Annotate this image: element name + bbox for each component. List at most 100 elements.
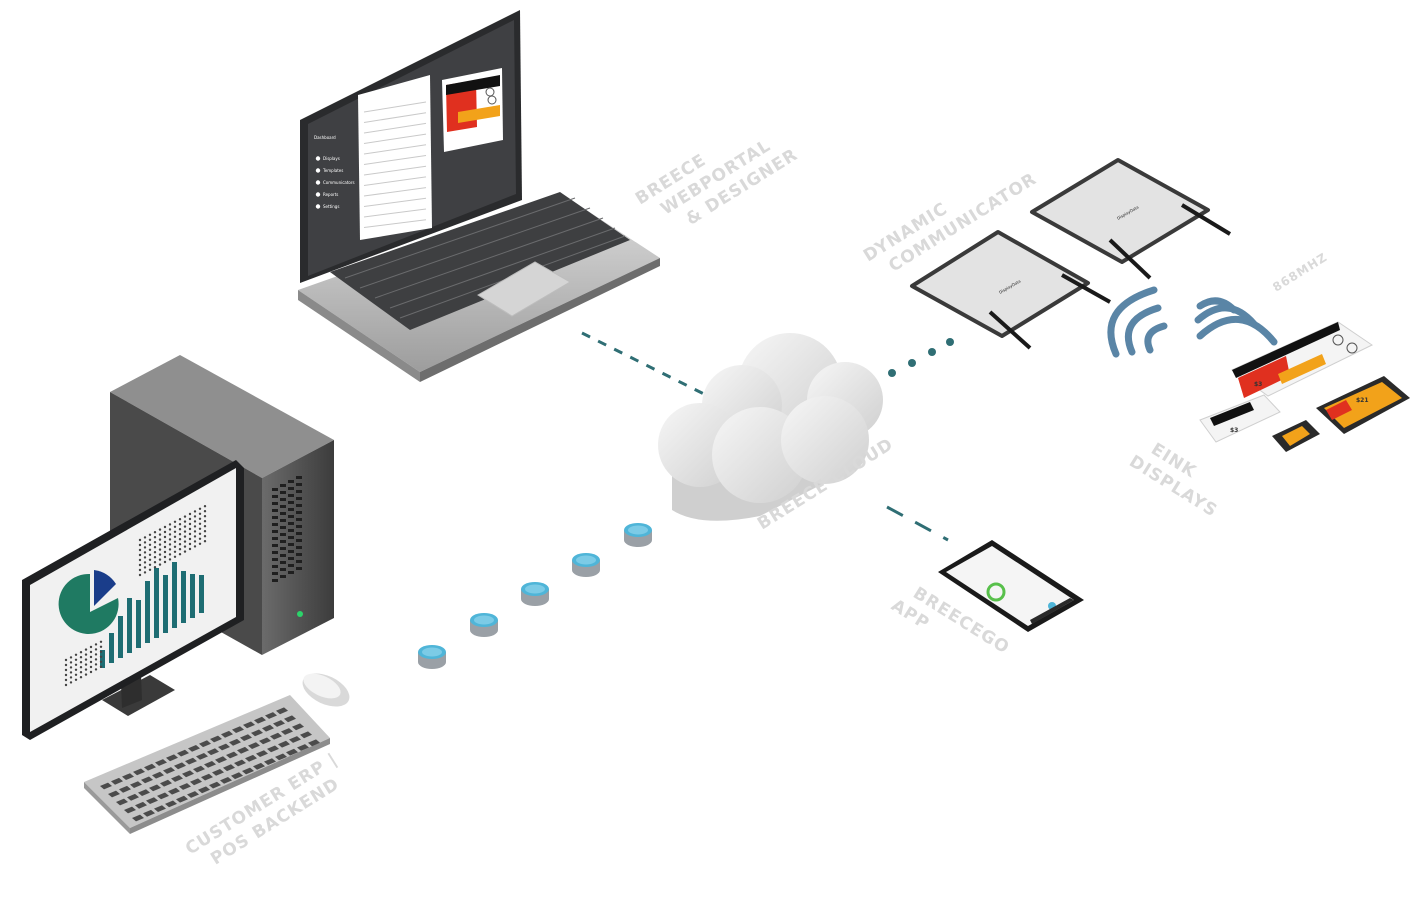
dot (168, 523, 172, 526)
key (188, 745, 200, 752)
key (198, 786, 210, 794)
dot (158, 553, 162, 556)
dot (143, 551, 147, 554)
key (226, 751, 238, 759)
sidebar-item-label: Settings (323, 204, 339, 209)
key (276, 707, 288, 715)
key (218, 743, 230, 751)
database-stack (418, 523, 652, 669)
wifi-icon (1107, 286, 1278, 358)
dot (148, 563, 152, 566)
dot (203, 525, 207, 528)
key (152, 771, 164, 779)
dot (84, 663, 88, 666)
dot (193, 535, 197, 538)
key (187, 791, 199, 798)
key (157, 792, 169, 800)
vent-slot (272, 509, 278, 512)
sidebar-title: Dashboard (314, 135, 336, 140)
bar-chart-graphic (100, 562, 204, 668)
dot (148, 533, 152, 536)
dot (193, 525, 197, 528)
dot (143, 561, 147, 564)
dot (198, 517, 202, 520)
table-row (363, 197, 427, 207)
dot (74, 668, 78, 671)
dot (158, 563, 162, 566)
vent-slot (280, 561, 286, 564)
dot (183, 550, 187, 553)
dot (153, 551, 157, 554)
database-icon (572, 553, 600, 577)
dot (178, 538, 182, 541)
dot (94, 658, 98, 661)
eink-display-orange: $21 (1316, 376, 1410, 434)
label-frequency-text: 868MHZ (1270, 250, 1330, 295)
dot (99, 650, 103, 653)
bar-graphic (154, 568, 159, 638)
dot (69, 666, 73, 669)
dot (143, 571, 147, 574)
bar-graphic (136, 600, 141, 648)
dot (79, 666, 83, 669)
dot (99, 655, 103, 658)
dot (138, 558, 142, 562)
dot (79, 656, 83, 659)
key (130, 781, 142, 788)
laptop-sidebar: Dashboard DisplaysTemplatesCommunicators… (314, 135, 355, 209)
sidebar-item-label: Reports (323, 192, 338, 197)
dot (183, 540, 187, 543)
eink-display-large: $3 (1231, 321, 1373, 398)
dot (158, 538, 162, 541)
dot (158, 528, 162, 531)
dot (148, 538, 152, 541)
key (262, 724, 274, 732)
key (248, 742, 260, 749)
vent-slot (296, 483, 302, 486)
vent-slot (272, 523, 278, 526)
dot (173, 535, 177, 538)
dot (188, 537, 192, 541)
key (253, 762, 265, 770)
database-icon (624, 523, 652, 547)
key (124, 806, 136, 814)
dot (168, 538, 172, 541)
dot (74, 673, 78, 676)
vent-slot (288, 529, 294, 532)
table-row (363, 219, 427, 228)
dot (89, 650, 93, 654)
vent-slot (288, 494, 294, 497)
dot (69, 661, 73, 664)
dot (84, 668, 88, 671)
key (297, 744, 309, 751)
key (264, 758, 276, 765)
key (163, 767, 175, 774)
key (240, 734, 252, 741)
vent-slot (296, 490, 302, 493)
key (278, 740, 290, 748)
vent-slot (280, 505, 286, 508)
mouse-icon (302, 673, 350, 707)
vent-slot (288, 487, 294, 490)
dot (64, 668, 68, 672)
key (229, 738, 241, 746)
key (144, 763, 156, 771)
table-row (363, 155, 427, 165)
dot (188, 517, 192, 521)
vent-slot (280, 575, 286, 578)
vent-slot (272, 530, 278, 533)
dot (153, 546, 157, 549)
dot (203, 530, 207, 533)
key (273, 720, 285, 727)
vent-slot (272, 572, 278, 575)
key (289, 736, 301, 743)
dot (178, 518, 182, 521)
key (193, 765, 205, 773)
dot (143, 541, 147, 544)
label-webportal: BREECE WEBPORTAL & DESIGNER (632, 136, 802, 230)
key (141, 776, 153, 784)
vent-slot (288, 508, 294, 511)
dot (143, 536, 147, 539)
dot (148, 558, 152, 561)
